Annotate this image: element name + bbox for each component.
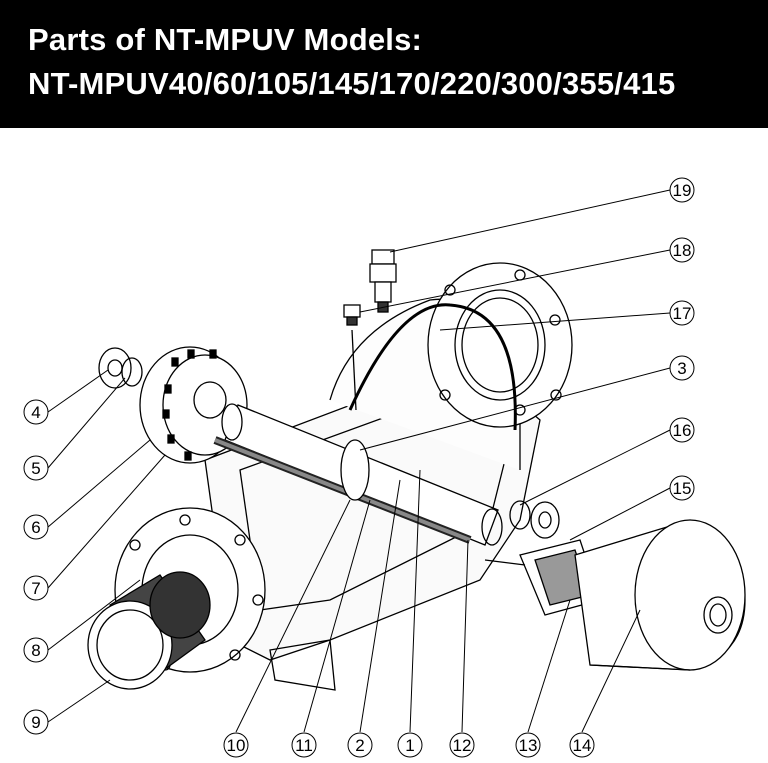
svg-text:19: 19 xyxy=(673,181,692,200)
callout-4: 4 xyxy=(23,399,49,425)
nut-and-washer xyxy=(98,347,143,389)
svg-text:10: 10 xyxy=(227,736,246,755)
svg-text:15: 15 xyxy=(673,479,692,498)
mesh-strainer xyxy=(87,571,211,690)
svg-text:4: 4 xyxy=(31,403,40,422)
svg-text:18: 18 xyxy=(673,241,692,260)
svg-text:17: 17 xyxy=(673,304,692,323)
callout-17: 17 xyxy=(669,300,695,326)
title-line-2: NT-MPUV40/60/105/145/170/220/300/355/415 xyxy=(28,66,676,101)
outlet-flange xyxy=(427,262,573,428)
callout-6: 6 xyxy=(23,514,49,540)
callout-9: 9 xyxy=(23,709,49,735)
wiper-shaft xyxy=(213,436,472,544)
callout-18: 18 xyxy=(669,237,695,263)
svg-text:3: 3 xyxy=(677,359,686,378)
callout-markers: 19 18 17 3 16 15 4 5 xyxy=(23,177,695,758)
svg-text:1: 1 xyxy=(405,736,414,755)
callout-5: 5 xyxy=(23,455,49,481)
rear-washers xyxy=(509,500,560,539)
callout-10: 10 xyxy=(223,732,249,758)
base-stand xyxy=(269,639,336,691)
callout-14: 14 xyxy=(569,732,595,758)
callout-16: 16 xyxy=(669,417,695,443)
callout-2: 2 xyxy=(347,732,373,758)
svg-text:14: 14 xyxy=(573,736,592,755)
svg-text:5: 5 xyxy=(31,459,40,478)
title-line-1: Parts of NT-MPUV Models: xyxy=(28,22,423,57)
callout-19: 19 xyxy=(669,177,695,203)
svg-text:16: 16 xyxy=(673,421,692,440)
callout-8: 8 xyxy=(23,637,49,663)
callout-12: 12 xyxy=(449,732,475,758)
svg-text:8: 8 xyxy=(31,641,40,660)
svg-text:12: 12 xyxy=(453,736,472,755)
motor-cylinder xyxy=(574,519,746,671)
callout-13: 13 xyxy=(515,732,541,758)
drain-plug xyxy=(343,304,361,411)
sensor-fitting xyxy=(369,249,397,313)
callout-15: 15 xyxy=(669,475,695,501)
title-banner: Parts of NT-MPUV Models: NT-MPUV40/60/10… xyxy=(0,0,768,128)
callout-11: 11 xyxy=(291,732,317,758)
clamp-band xyxy=(348,303,517,431)
wiper-plate xyxy=(340,439,370,501)
svg-text:9: 9 xyxy=(31,713,40,732)
svg-text:6: 6 xyxy=(31,518,40,537)
svg-text:13: 13 xyxy=(519,736,538,755)
svg-text:7: 7 xyxy=(31,579,40,598)
callout-3: 3 xyxy=(669,355,695,381)
callout-7: 7 xyxy=(23,575,49,601)
callout-1: 1 xyxy=(397,732,423,758)
svg-text:11: 11 xyxy=(295,736,313,755)
svg-text:2: 2 xyxy=(355,736,364,755)
